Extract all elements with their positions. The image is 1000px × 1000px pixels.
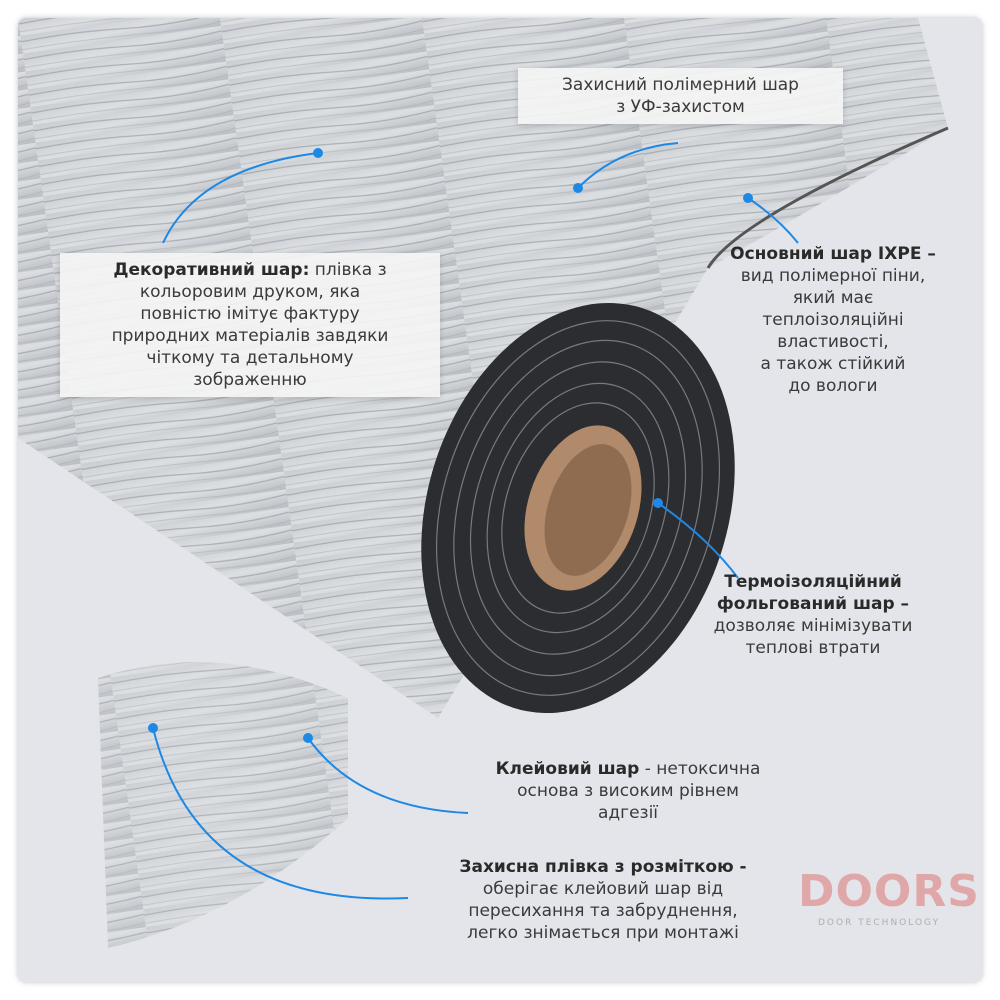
decorative-layer-text: чіткому та детальному [146,348,354,368]
wood-surface [18,18,948,718]
release-film-text: пересихання та забруднення, [468,901,738,921]
label-protective-layer: Захисний полімерний шар з УФ-захистом [518,68,843,124]
roll [421,302,735,714]
protective-layer-line1: Захисний полімерний шар [562,75,799,95]
label-adhesive-layer: Клейовий шар - нетоксична основа з висок… [458,758,798,824]
release-film-text: легко знімається при монтажі [467,923,739,943]
label-foil-layer: Термоізоляційний фольгований шар – дозво… [668,571,958,659]
label-release-film: Захисна плівка з розміткою - оберігає кл… [403,856,803,944]
decorative-layer-title: Декоративний шар: [113,260,310,280]
adhesive-layer-text: - нетоксична [639,759,761,779]
roll-illustration [18,18,949,948]
ixpe-layer-text: вид полімерної піни, [740,266,926,286]
label-decorative-layer: Декоративний шар: плівка з кольоровим др… [60,253,440,397]
watermark-tagline: DOOR TECHNOLOGY [818,918,941,928]
decorative-layer-text: плівка з [309,260,387,280]
ixpe-layer-text: властивості, [777,332,889,352]
foil-layer-text: дозволяє мінімізувати [713,616,913,636]
release-film-text: оберігає клейовий шар від [482,879,724,899]
ixpe-layer-text: а також стійкий [760,354,906,374]
foil-layer-title: Термоізоляційний [724,572,902,592]
ixpe-layer-text: до вологи [788,376,878,396]
decorative-layer-text: повністю імітує фактуру [140,304,360,324]
ixpe-layer-text: який має [792,288,874,308]
decorative-layer-text: зображенню [193,370,307,390]
foil-layer-title: фольгований шар – [716,594,910,614]
panel: Захисний полімерний шар з УФ-захистом Де… [18,18,982,982]
ixpe-layer-text: теплоізоляційні [762,310,904,330]
watermark-brand: DOORS [798,866,980,917]
label-ixpe-layer: Основний шар IXPE – вид полімерної піни,… [698,243,968,397]
decorative-layer-text: природних матеріалів завдяки [111,326,389,346]
adhesive-layer-text: адгезії [597,803,659,823]
adhesive-layer-text: основа з високим рівнем [517,781,739,801]
adhesive-layer-title: Клейовий шар [495,759,640,779]
adhesive-sample [98,662,348,948]
callout-lines [148,142,799,900]
release-film-title: Захисна плівка з розміткою - [459,857,747,877]
decorative-layer-text: кольоровим друком, яка [139,282,361,302]
ixpe-layer-title: Основний шар IXPE – [730,244,936,264]
foil-layer-text: теплові втрати [745,638,881,658]
wood-surface-edge [706,126,949,269]
protective-layer-line2: з УФ-захистом [616,97,745,117]
